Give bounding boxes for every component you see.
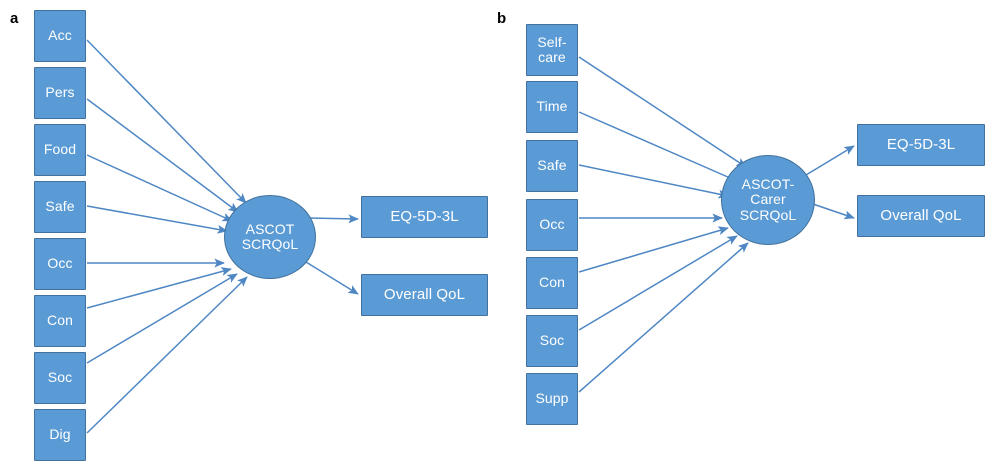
node-a-acc: Acc — [34, 10, 86, 62]
node-a-occ-label: Occ — [47, 255, 73, 272]
node-a-safe: Safe — [34, 181, 86, 233]
node-b-soc-label: Soc — [539, 332, 565, 349]
edge-b-safe-to-latent — [578, 164, 729, 199]
edge-a-latent-to-overall-qol — [305, 261, 359, 295]
edge-a-con-to-latent — [86, 267, 232, 309]
node-a-dig: Dig — [34, 409, 86, 461]
node-a-con: Con — [34, 295, 86, 347]
node-a-food: Food — [34, 124, 86, 176]
node-b-supp: Supp — [526, 373, 578, 425]
node-a-food-label: Food — [43, 141, 77, 158]
panel-label-a: a — [10, 10, 19, 27]
panel-label-b: b — [497, 10, 507, 27]
edge-a-soc-to-latent — [86, 273, 238, 364]
node-b-overall-qol-label: Overall QoL — [880, 206, 962, 224]
node-a-dig-label: Dig — [49, 426, 71, 443]
node-b-occ: Occ — [526, 199, 578, 251]
edge-a-safe-to-latent — [86, 205, 228, 234]
node-b-time-label: Time — [536, 98, 568, 115]
node-b-soc: Soc — [526, 315, 578, 367]
node-b-ascot-carer-scrqol-line-1: Carer — [750, 191, 786, 208]
node-b-ascot-carer-scrqol-line-2: SCRQoL — [739, 206, 797, 223]
node-a-pers-label: Pers — [45, 84, 75, 101]
node-b-ascot-carer-scrqol-line-0: ASCOT- — [741, 176, 795, 193]
node-a-ascot-scrqol-line-0: ASCOT — [245, 220, 295, 237]
node-b-time: Time — [526, 81, 578, 133]
node-a-occ: Occ — [34, 238, 86, 290]
node-b-safe: Safe — [526, 140, 578, 192]
edge-b-time-to-latent — [578, 111, 738, 182]
edge-b-latent-to-eq5d3l — [805, 145, 855, 176]
node-a-soc: Soc — [34, 352, 86, 404]
node-a-acc-label: Acc — [48, 27, 72, 44]
edge-a-dig-to-latent — [86, 276, 248, 434]
edge-b-soc-to-latent — [578, 235, 738, 331]
node-b-con: Con — [526, 257, 578, 309]
edge-b-con-to-latent — [578, 226, 729, 273]
node-a-overall-qol: Overall QoL — [361, 274, 488, 316]
node-a-overall-qol-label: Overall QoL — [383, 285, 466, 303]
node-a-con-label: Con — [47, 312, 73, 329]
node-b-overall-qol: Overall QoL — [857, 195, 985, 237]
edge-b-latent-to-overall-qol — [809, 202, 855, 220]
edge-a-food-to-latent — [86, 154, 233, 222]
node-a-soc-label: Soc — [47, 369, 73, 386]
node-b-supp-label: Supp — [535, 390, 569, 407]
node-b-eq5d3l-label: EQ-5D-3L — [886, 135, 956, 153]
node-b-self-care: Self-care — [526, 24, 578, 76]
edge-b-supp-to-latent — [578, 242, 749, 393]
edge-a-pers-to-latent — [86, 98, 239, 213]
node-b-self-care-label: Self-care — [537, 33, 567, 65]
node-b-occ-label: Occ — [539, 216, 565, 233]
node-b-con-label: Con — [539, 274, 565, 291]
edge-a-acc-to-latent — [86, 39, 247, 204]
node-b-safe-label: Safe — [537, 157, 567, 174]
edge-b-self-care-to-latent — [578, 56, 747, 168]
node-a-safe-label: Safe — [45, 198, 75, 215]
node-b-eq5d3l: EQ-5D-3L — [857, 124, 985, 166]
node-a-ascot-scrqol-line-1: SCRQoL — [241, 236, 299, 252]
edge-a-latent-to-eq5d3l — [307, 214, 359, 224]
node-a-eq5d3l-label: EQ-5D-3L — [390, 207, 459, 225]
node-a-pers: Pers — [34, 67, 86, 119]
node-a-eq5d3l: EQ-5D-3L — [361, 196, 488, 238]
